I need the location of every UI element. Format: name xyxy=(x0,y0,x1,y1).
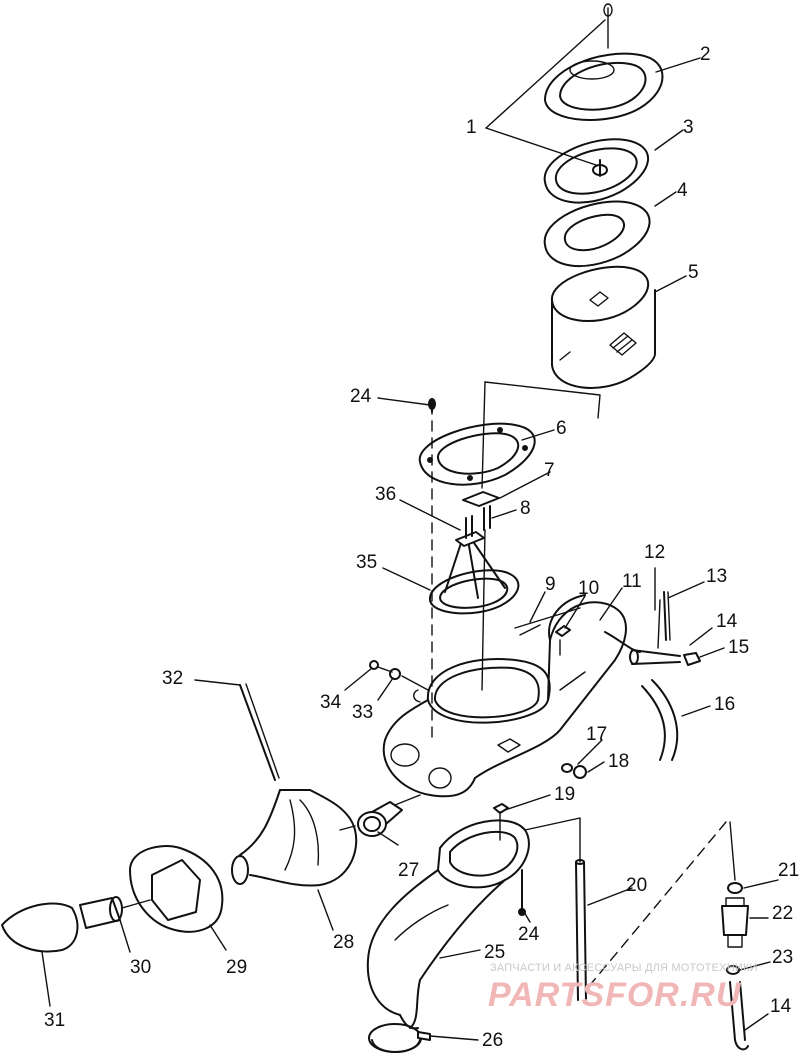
callout-13: 13 xyxy=(706,566,727,587)
part-16-drain-tube xyxy=(641,679,679,761)
callout-14-lower: 14 xyxy=(770,996,792,1017)
callout-27: 27 xyxy=(398,860,419,881)
callout-14: 14 xyxy=(716,611,738,632)
part-30-sleeve xyxy=(79,896,123,929)
callout-34: 34 xyxy=(320,692,342,713)
part-10-fitting xyxy=(555,625,571,656)
callout-23: 23 xyxy=(772,947,793,968)
callout-16: 16 xyxy=(714,694,735,715)
callout-28: 28 xyxy=(333,932,354,953)
part-13-screw xyxy=(663,591,671,641)
callout-10: 10 xyxy=(578,578,599,599)
part-19-nut xyxy=(493,803,509,841)
part-1-wing-nut xyxy=(592,159,608,177)
part-25-intake-duct xyxy=(366,819,530,1030)
part-23-clip xyxy=(726,965,740,975)
part-18-nut xyxy=(573,765,587,779)
callout-7: 7 xyxy=(544,460,555,481)
callout-15: 15 xyxy=(728,637,749,658)
part-14-fuel-line xyxy=(729,981,749,1051)
callout-24-upper: 24 xyxy=(350,386,372,407)
callout-31: 31 xyxy=(44,1010,65,1031)
watermark-tagline: ЗАПЧАСТИ И АКСЕССУАРЫ ДЛЯ МОТОТЕХНИКИ xyxy=(490,962,758,974)
callout-32: 32 xyxy=(162,668,183,689)
part-32-rod xyxy=(239,683,280,781)
part-7-plate xyxy=(462,491,500,507)
part-15-cap xyxy=(683,652,701,666)
callout-1: 1 xyxy=(466,117,477,138)
callout-9: 9 xyxy=(545,574,556,595)
callout-25: 25 xyxy=(484,942,505,963)
callout-11: 11 xyxy=(622,571,642,592)
part-12-rod xyxy=(657,599,661,649)
part-35-support-frame xyxy=(428,515,520,615)
callout-33: 33 xyxy=(352,702,373,723)
callout-26: 26 xyxy=(482,1030,503,1051)
callout-12: 12 xyxy=(644,542,665,563)
callout-36: 36 xyxy=(375,484,396,505)
callout-19: 19 xyxy=(554,784,575,805)
callout-30: 30 xyxy=(130,957,151,978)
part-6-mounting-plate xyxy=(418,422,536,486)
part-17-washer xyxy=(561,763,573,773)
part-5-filter-element xyxy=(550,265,657,389)
part-33-washer xyxy=(389,668,401,680)
callout-8: 8 xyxy=(520,498,531,519)
part-4-gasket xyxy=(543,200,651,268)
callout-29: 29 xyxy=(226,957,247,978)
callout-24-lower: 24 xyxy=(518,924,540,945)
part-8-stud xyxy=(483,505,491,531)
part-21-clip xyxy=(727,882,743,894)
part-26-hose-clamp xyxy=(368,1023,431,1053)
part-2-air-box-lid xyxy=(544,3,664,121)
part-27-grommet xyxy=(357,801,403,837)
part-9-air-box-housing xyxy=(382,594,627,798)
callout-2: 2 xyxy=(700,44,711,65)
part-11-hose xyxy=(604,631,681,665)
callout-4: 4 xyxy=(677,180,688,201)
callout-3: 3 xyxy=(683,117,694,138)
part-22-fuel-filter xyxy=(721,897,749,948)
part-29-foam-frame xyxy=(129,845,224,933)
callout-5: 5 xyxy=(688,262,699,283)
callout-17: 17 xyxy=(586,724,607,745)
callout-21: 21 xyxy=(778,860,799,881)
part-34-bolt xyxy=(369,660,393,673)
part-24-bolt xyxy=(518,869,526,916)
callout-labels: 1 2 3 4 5 6 7 8 9 10 11 12 13 14 14 15 1… xyxy=(44,44,799,1051)
callout-18: 18 xyxy=(608,751,629,772)
part-31-cover xyxy=(1,902,79,953)
callout-6: 6 xyxy=(556,418,567,439)
callout-35: 35 xyxy=(356,552,377,573)
leader-lines xyxy=(41,57,779,1041)
callout-22: 22 xyxy=(772,903,793,924)
part-28-intake-boot xyxy=(231,789,358,887)
callout-20: 20 xyxy=(626,875,647,896)
watermark-logo: PARTSFOR.RU xyxy=(488,976,742,1014)
part-24-upper-bolt xyxy=(428,398,436,413)
